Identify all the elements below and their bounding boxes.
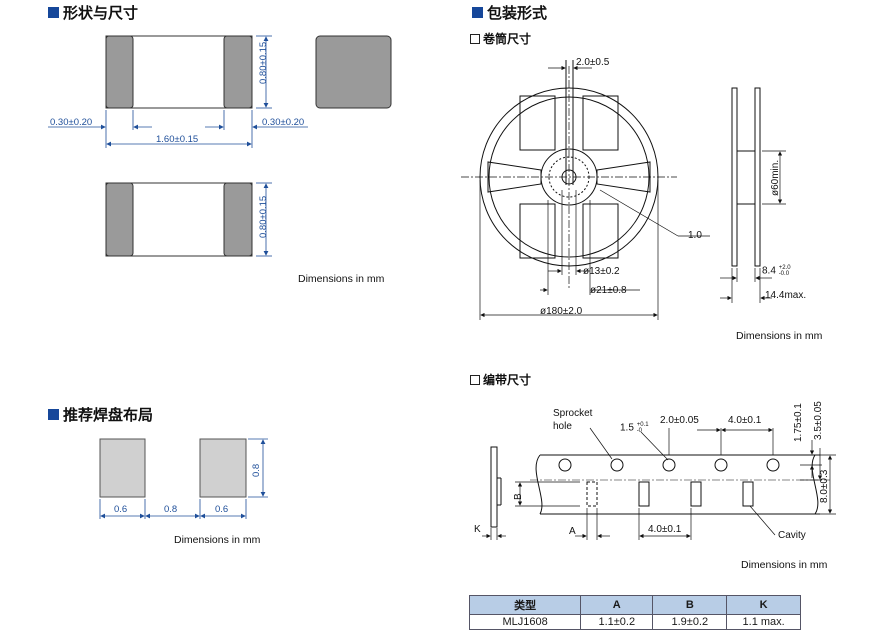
table-cell-a: 1.1±0.2 [580,614,654,630]
chip-side-view [105,182,253,257]
reel-units: Dimensions in mm [736,330,823,342]
tape-pitch15-label: 1.5 +0.1 -0 [620,422,649,434]
reel-w84-tol-dn: -0.0 [778,271,790,277]
chip-end-view [315,35,392,109]
table-cell-b: 1.9±0.2 [652,614,728,630]
reel-d21-label: ø21±0.8 [590,285,627,296]
section-land-title: 推荐焊盘布局 [63,406,154,424]
left-terminal-label: 0.30±0.20 [50,117,93,128]
section-land-header: 推荐焊盘布局 [48,404,153,425]
tape-hole-label: hole [553,421,572,432]
table-cell-type: MLJ1608 [468,614,582,630]
tape-80-label: 8.0±0.3 [819,469,830,503]
land-units: Dimensions in mm [174,534,261,546]
tape-sprocket-label: Sprocket [553,408,593,419]
tape-pitch20-label: 2.0±0.05 [660,415,699,426]
table-cell-k: 1.1 max. [726,614,801,630]
subsection-tape-header: 编带尺寸 [470,371,531,388]
section-bullet-icon [472,7,483,18]
reel-gap-label: 2.0±0.5 [576,57,610,68]
reel-d180-label: ø180±2.0 [540,306,583,317]
section-bullet-icon [48,7,59,18]
subsection-tape-title: 编带尺寸 [483,373,532,387]
right-terminal-label: 0.30±0.20 [262,117,305,128]
section-bullet-icon [48,409,59,420]
carrier-tape [490,446,830,528]
land-pattern [99,438,247,498]
land-gap-label: 0.8 [164,504,178,515]
tape-pitch15-tol-up: +0.1 [636,422,649,428]
reel-w144-label: 14.4max. [765,290,807,301]
table-header-row: 类型 A B K [468,595,801,615]
tape-pitch40-top-label: 4.0±0.1 [728,415,762,426]
chip-height-label: 0.80±0.15 [258,41,269,84]
reel-d60-label: ø60min. [770,159,781,196]
shape-units: Dimensions in mm [298,273,385,285]
land-width1-label: 0.6 [114,504,128,515]
table-header-a: A [580,595,654,615]
reel-w84-value: 8.4 [762,265,776,277]
tape-35-label: 3.5±0.05 [813,401,824,440]
section-packaging-title: 包装形式 [487,4,548,22]
tape-pitch15-tol-dn: -0 [636,428,643,434]
tape-pitch40-bot-label: 4.0±0.1 [648,524,682,535]
section-shape-title: 形状与尺寸 [63,4,139,22]
section-shape-header: 形状与尺寸 [48,2,138,23]
reel-d13-label: ø13±0.2 [583,266,620,277]
tape-pitch15-value: 1.5 [620,422,634,434]
tape-A-label: A [569,526,576,537]
reel-front-view [461,60,677,288]
subsection-reel-header: 卷筒尺寸 [470,30,531,47]
tape-K-label: K [474,524,481,535]
tape-B-label: B [513,493,524,500]
chip-length-label: 1.60±0.15 [156,134,199,145]
table-header-b: B [652,595,728,615]
subsection-box-icon [470,374,480,385]
chip-side-height-label: 0.80±0.15 [258,195,269,238]
reel-w84-label: 8.4 +2.0 -0.0 [762,265,791,277]
tape-cavity-label: Cavity [778,530,806,541]
land-height-label: 0.8 [251,463,262,477]
tape-175-label: 1.75±0.1 [793,403,804,442]
table-header-type: 类型 [468,595,582,615]
subsection-reel-title: 卷筒尺寸 [483,32,532,46]
chip-top-view [105,35,253,109]
subsection-box-icon [470,33,480,44]
table-row: MLJ1608 1.1±0.2 1.9±0.2 1.1 max. [468,614,801,630]
section-packaging-header: 包装形式 [472,2,547,23]
reel-thickness-label: 1.0 [688,230,702,241]
table-header-k: K [726,595,801,615]
land-width2-label: 0.6 [215,504,229,515]
dimension-table: 类型 A B K MLJ1608 1.1±0.2 1.9±0.2 1.1 max… [468,595,801,630]
reel-w84-tol-up: +2.0 [778,265,791,271]
tape-units: Dimensions in mm [741,559,828,571]
reel-side-view [731,87,761,267]
